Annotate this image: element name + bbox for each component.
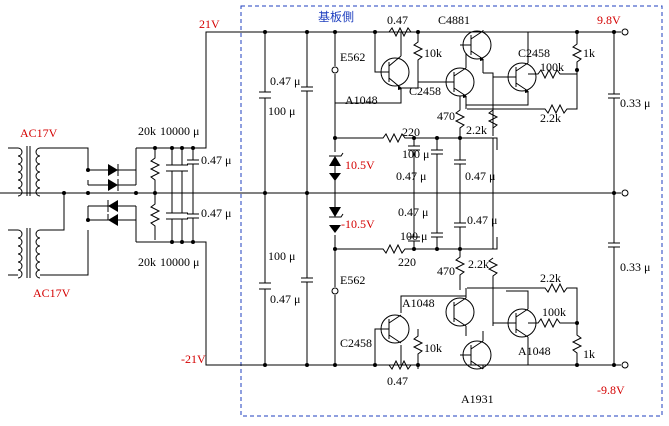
c047-mid-bottom-label: 0.47 μ [398, 205, 428, 219]
c100-mid-bottom-label: 100 μ [400, 229, 427, 243]
c100-mid-top-label: 100 μ [402, 147, 429, 161]
film-cap-bottom-label: 0.47 μ [201, 206, 231, 220]
r22k-right-top-label: 2.2k [540, 111, 561, 125]
zener-neg [329, 193, 344, 251]
output-cap-bottom [608, 193, 620, 367]
output-neg-label: -9.8V [597, 383, 625, 397]
film-capacitor-bottom [187, 193, 199, 244]
negative-regulator [335, 193, 583, 371]
bleeder-resistor-bottom [149, 191, 161, 240]
input-pos-label: 21V [199, 17, 220, 31]
r22k-right-bottom-label: 2.2k [540, 271, 561, 285]
r100k-top-label: 100k [540, 60, 564, 74]
film-cap-top-label: 0.47 μ [201, 153, 231, 167]
zener-neg-label: -10.5V [341, 217, 375, 231]
q-a1048-top-label: A1048 [345, 93, 378, 107]
crd-bottom-label: E562 [340, 273, 365, 287]
filter-cap-bottom-label: 10000 μ [160, 255, 199, 269]
transformer-lower-label: AC17V [33, 286, 71, 300]
crd-top [331, 30, 339, 138]
board-cap-047-bottom [301, 193, 313, 367]
terminal-neg-out [621, 361, 629, 369]
board-cap-047-top [301, 30, 313, 195]
r220-bottom-label: 220 [398, 255, 416, 269]
crd-top-label: E562 [340, 50, 365, 64]
r470-bottom-label: 470 [437, 264, 455, 278]
board-cap-047-top-label: 0.47 μ [270, 74, 300, 88]
board-title: 基板側 [318, 10, 354, 24]
board-cap-100-bottom [259, 193, 271, 367]
r1k-bottom-label: 1k [583, 347, 595, 361]
board-boundary [240, 5, 663, 417]
transformer-upper-label: AC17V [20, 126, 58, 140]
r1k-top-label: 1k [583, 46, 595, 60]
output-cap-top-label: 0.33 μ [620, 96, 650, 110]
input-neg-label: -21V [181, 352, 206, 366]
r10k-bottom-label: 10k [424, 341, 442, 355]
terminal-gnd-out [621, 189, 629, 197]
q-c2458-bottom-label: C2458 [340, 336, 372, 350]
bleeder-bottom-label: 20k [138, 255, 156, 269]
r047-top-label: 0.47 [387, 13, 408, 27]
output-cap-top [608, 30, 620, 195]
r22k-bottom-label: 2.2k [468, 257, 489, 271]
bleeder-resistor-top [149, 146, 161, 193]
q-a1048-bottom-label: A1048 [402, 296, 435, 310]
q-c4881-label: C4881 [438, 13, 470, 27]
positive-regulator [335, 26, 583, 193]
r100k-bottom-label: 100k [542, 305, 566, 319]
r220-top-label: 220 [402, 125, 420, 139]
board-cap-100-bottom-label: 100 μ [268, 249, 295, 263]
bleeder-top-label: 20k [138, 124, 156, 138]
film-capacitor-top [187, 146, 199, 193]
board-cap-100-top-label: 100 μ [268, 104, 295, 118]
q-c2458-right-label: C2458 [518, 46, 550, 60]
q-c2458-top-label: C2458 [409, 84, 441, 98]
c047-right-bottom-label: 0.47 μ [467, 213, 497, 227]
r22k-top-label: 2.2k [466, 123, 487, 137]
output-pos-label: 9.8V [597, 13, 621, 27]
q-a1048-right-label: A1048 [518, 344, 551, 358]
transformer-lower [8, 228, 41, 279]
q-a1931-label: A1931 [461, 392, 494, 406]
filter-capacitor-bottom [166, 193, 188, 244]
board-cap-047-bottom-label: 0.47 μ [270, 292, 300, 306]
bridge-rectifier [86, 148, 137, 265]
terminal-pos-out [621, 28, 629, 36]
c047-mid-top-label: 0.47 μ [396, 169, 426, 183]
zener-pos [329, 136, 344, 193]
transformer-upper [8, 146, 41, 197]
filter-capacitor-top [166, 146, 188, 193]
r470-top-label: 470 [437, 109, 455, 123]
zener-pos-label: 10.5V [345, 158, 375, 172]
filter-cap-top-label: 10000 μ [160, 124, 199, 138]
c047-right-top-label: 0.47 μ [465, 169, 495, 183]
output-cap-bottom-label: 0.33 μ [620, 260, 650, 274]
crd-bottom [331, 249, 339, 367]
r047-bottom-label: 0.47 [387, 374, 408, 388]
r10k-top-label: 10k [424, 46, 442, 60]
